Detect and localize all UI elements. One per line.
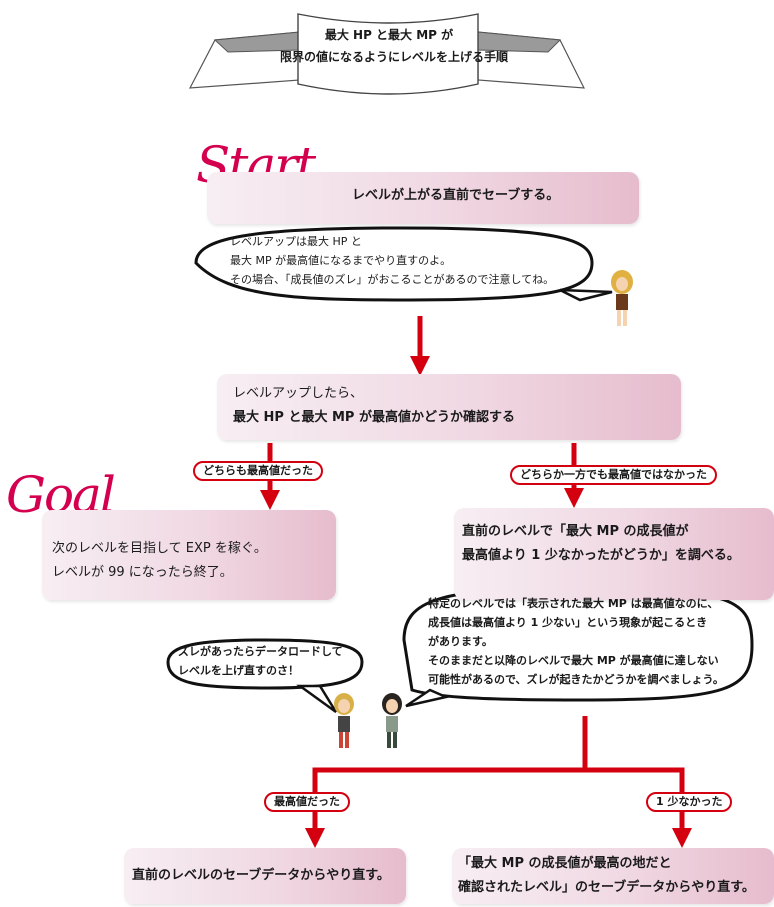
character-girl-icon: [608, 268, 636, 332]
tag-was-max: 最高値だった: [264, 792, 350, 812]
title-ribbon: [188, 13, 586, 95]
banner-line-2: 限界の値になるようにレベルを上げる手順: [280, 50, 509, 64]
goal-line: 次のレベルを目指して EXP を稼ぐ。: [52, 541, 267, 556]
bubble-left-line: レベルを上げ直すのさ！: [178, 664, 299, 677]
result-right-box: 「最大 MP の成長値が最高の地だと 確認されたレベル」のセーブデータからやり直…: [452, 848, 774, 904]
title-banner: 最大 HP と最大 MP が 限界の値になるようにレベルを上げる手順: [280, 24, 508, 68]
check-line: 最大 HP と最大 MP が最高値かどうか確認する: [233, 410, 515, 425]
bubble-top-shape: [194, 226, 594, 302]
bubble-left-shape: [166, 638, 364, 690]
result-right-line: 確認されたレベル」のセーブデータからやり直す。: [458, 880, 755, 895]
bubble-right-line: 成長値は最高値より 1 少ない」という現象が起こるとき: [428, 616, 708, 629]
investigate-line: 最高値より 1 少なかったがどうか」を調べる。: [462, 548, 740, 563]
bubble-left-line: ズレがあったらデータロードして: [178, 645, 343, 658]
check-box: レベルアップしたら、 最大 HP と最大 MP が最高値かどうか確認する: [217, 374, 681, 440]
investigate-box: 直前のレベルで「最大 MP の成長値が 最高値より 1 少なかったがどうか」を調…: [454, 508, 774, 600]
result-right-line: 「最大 MP の成長値が最高の地だと: [458, 856, 672, 871]
start-text: レベルが上がる直前でセーブする。: [352, 188, 560, 203]
bubble-right-line: 特定のレベルでは「表示された最大 MP は最高値なのに、: [428, 597, 719, 610]
tag-one-not-max: どちらか一方でも最高値ではなかった: [510, 465, 717, 485]
bubble-left: ズレがあったらデータロードして レベルを上げ直すのさ！: [178, 642, 343, 680]
goal-box: 次のレベルを目指して EXP を稼ぐ。 レベルが 99 になったら終了。: [42, 510, 336, 600]
investigate-line: 直前のレベルで「最大 MP の成長値が: [462, 524, 689, 539]
result-left-box: 直前のレベルのセーブデータからやり直す。: [124, 848, 406, 904]
bubble-top-line: レベルアップは最大 HP と: [230, 235, 362, 248]
banner-line-1: 最大 HP と最大 MP が: [324, 28, 454, 42]
bubble-right-line: 可能性があるので、ズレが起きたかどうかを調べましょう。: [428, 673, 724, 686]
character-blonde-icon: [330, 692, 358, 752]
check-line: レベルアップしたら、: [233, 386, 364, 401]
bubble-right-line: があります。: [428, 635, 493, 648]
start-box: レベルが上がる直前でセーブする。: [207, 172, 639, 224]
tag-one-short: 1 少なかった: [646, 792, 733, 812]
bubble-top: レベルアップは最大 HP と 最大 MP が最高値になるまでやり直すのよ。 その…: [230, 232, 554, 289]
tag-both-max: どちらも最高値だった: [193, 461, 323, 481]
bubble-top-line: その場合、「成長値のズレ」がおこることがあるので注意してね。: [230, 273, 555, 286]
bubble-right: 特定のレベルでは「表示された最大 MP は最高値なのに、 成長値は最高値より 1…: [428, 594, 724, 689]
character-dark-hair-icon: [378, 692, 406, 752]
bubble-top-line: 最大 MP が最高値になるまでやり直すのよ。: [230, 254, 452, 267]
goal-line: レベルが 99 になったら終了。: [52, 565, 233, 580]
bubble-right-line: そのままだと以降のレベルで最大 MP が最高値に達しない: [428, 654, 719, 667]
result-left-text: 直前のレベルのセーブデータからやり直す。: [132, 868, 390, 883]
